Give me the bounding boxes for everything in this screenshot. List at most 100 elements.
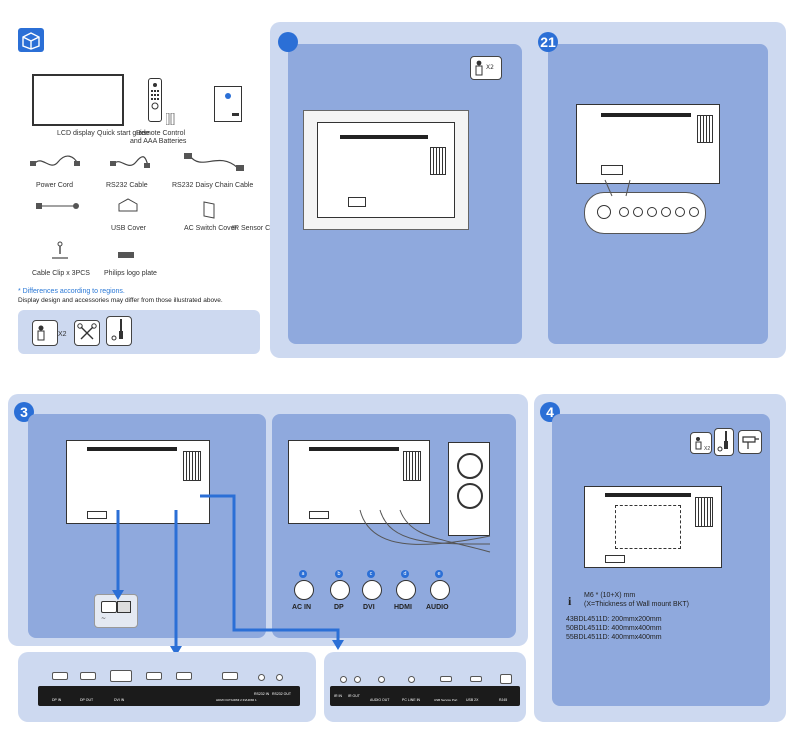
screwdriver-icon [106, 316, 132, 346]
port-rs232-in [258, 674, 265, 681]
badge-a: a [299, 570, 307, 578]
philips-logo-plate-image [118, 252, 134, 258]
port-rj45 [500, 674, 512, 684]
ac-switch-zoom: ~ [94, 594, 138, 628]
required-tools-panel [18, 310, 260, 354]
scissors-icon [74, 320, 100, 346]
screw-note: (X=Thickness of Wall mount BKT) [584, 601, 689, 608]
port-ir-out-label: IR OUT [348, 694, 360, 698]
screw-spec: M6 * (10+X) mm [584, 592, 636, 599]
accessory-lcd-display-label: LCD display [57, 130, 95, 137]
ac-switch-cover-image [202, 200, 216, 220]
ports-left-bar [38, 686, 300, 706]
port-dp-out [80, 672, 96, 680]
model-55-spec: 55BDL4511D: 400mmx400mm [566, 634, 662, 641]
step-1-two-person-icon: X2 [470, 56, 502, 80]
step-4-screwdriver-icon [714, 428, 734, 456]
tv-back-step3-left [66, 440, 210, 524]
step-2-number-suffix: 1 [548, 34, 556, 50]
accessory-philips-logo-plate-label: Philips logo plate [104, 270, 157, 277]
port-rs232-out-label: RS232 OUT [272, 692, 292, 696]
power-cord-image [30, 152, 80, 174]
display-design-note: Display design and accessories may diffe… [18, 297, 223, 304]
two-person-icon [32, 320, 58, 346]
port-dp-in-label: DP IN [52, 698, 62, 702]
accessory-power-cord-label: Power Cord [36, 182, 73, 189]
hdmi-connector-icon [396, 580, 416, 600]
step-4-x2-label: X2 [704, 446, 711, 452]
step-1-circle [278, 32, 298, 52]
badge-b: b [335, 570, 343, 578]
lcd-display-image [32, 74, 124, 126]
connector-dvi-label: DVI [363, 604, 375, 611]
tv-back-step3-right [288, 440, 430, 524]
port-rj45-label: RJ45 [499, 698, 508, 702]
connector-dp-label: DP [334, 604, 344, 611]
accessory-ir-sensor-cable-label: IR Sensor Cable [232, 225, 284, 232]
badge-d: d [401, 570, 409, 578]
connector-hdmi-label: HDMI [394, 604, 412, 611]
tv-back-step4 [584, 486, 722, 568]
port-audio-out-label: AUDIO OUT [370, 698, 390, 702]
tv-back-step2 [576, 104, 720, 184]
step-4-number: 4 [546, 404, 554, 420]
accessory-ac-switch-cover-label: AC Switch Cover [184, 225, 237, 232]
port-rs232-out [276, 674, 283, 681]
port-pc-line-in [408, 676, 415, 683]
cable-clip-image [48, 240, 72, 262]
step-4-two-person-icon [690, 432, 712, 454]
dvi-connector-icon [362, 580, 382, 600]
port-dvi-in [110, 670, 132, 682]
port-dvi-in-label: DVI IN [114, 698, 125, 702]
accessory-quick-start-guide-label: Quick start guide [97, 130, 150, 137]
step-1-x2-label: X2 [486, 64, 494, 71]
model-50-spec: 50BDL4511D: 400mmx400mm [566, 625, 662, 632]
accessory-rs232-cable-label: RS232 Cable [106, 182, 148, 189]
box-icon [18, 28, 44, 52]
port-hdmi-a [146, 672, 162, 680]
port-dp-in [52, 672, 68, 680]
regions-note: * Differences according to regions. [18, 288, 125, 295]
zoom-connector-line [604, 179, 631, 197]
ir-sensor-cable-image [36, 198, 80, 214]
port-usb-service [440, 676, 452, 682]
accessory-remote-control-label: Remote Control [136, 130, 186, 137]
ac-in-connector-icon [294, 580, 314, 600]
quick-start-guide-image [214, 86, 242, 122]
remote-control-image [148, 78, 162, 122]
port-ir-out [354, 676, 361, 683]
port-usb-2x-label: USB 2X [466, 698, 479, 702]
port-dp-out-label: DP OUT [80, 698, 94, 702]
port-usb-service-label: USB Service Port [434, 698, 458, 702]
connector-ac-in-label: AC IN [292, 604, 312, 611]
ports-right-bar [330, 686, 520, 706]
rs232-cable-image [110, 154, 150, 174]
port-hdmi-b [176, 672, 192, 680]
control-panel-zoom [584, 192, 706, 234]
pc-cables [359, 509, 491, 553]
port-pc-line-in-label: PC LINE IN [402, 698, 421, 702]
step-2-number: 2 [540, 34, 548, 50]
accessory-usb-cover-label: USB Cover [111, 225, 147, 232]
step-4-drill-icon [738, 430, 762, 454]
port-rs232-in-label: RS232 IN [254, 692, 270, 696]
pc-tower-image [448, 442, 490, 536]
accessory-cable-clip-label: Cable Clip x 3PCS [32, 270, 90, 277]
step-3-arrows [112, 494, 344, 656]
rs232-daisy-chain-cable-image [184, 150, 244, 174]
connector-audio-label: AUDIO [426, 604, 449, 611]
model-43-spec: 43BDL4511D: 200mmx200mm [566, 616, 662, 623]
dp-connector-icon [330, 580, 350, 600]
port-ir-in [340, 676, 347, 683]
port-hdmi-out [222, 672, 238, 680]
port-audio-out [378, 676, 385, 683]
port-hdmi-out-label: HDMI OUT/HDMI 2 IN/HDMI 1 [216, 698, 257, 702]
badge-e: e [435, 570, 443, 578]
accessory-rs232-daisy-chain-label: RS232 Daisy Chain Cable [172, 182, 254, 189]
port-usb-2x [470, 676, 482, 682]
aaa-batteries-image [165, 110, 176, 126]
accessory-batteries-label: and AAA Batteries [130, 138, 187, 145]
badge-c: c [367, 570, 375, 578]
info-icon: i [568, 594, 572, 608]
